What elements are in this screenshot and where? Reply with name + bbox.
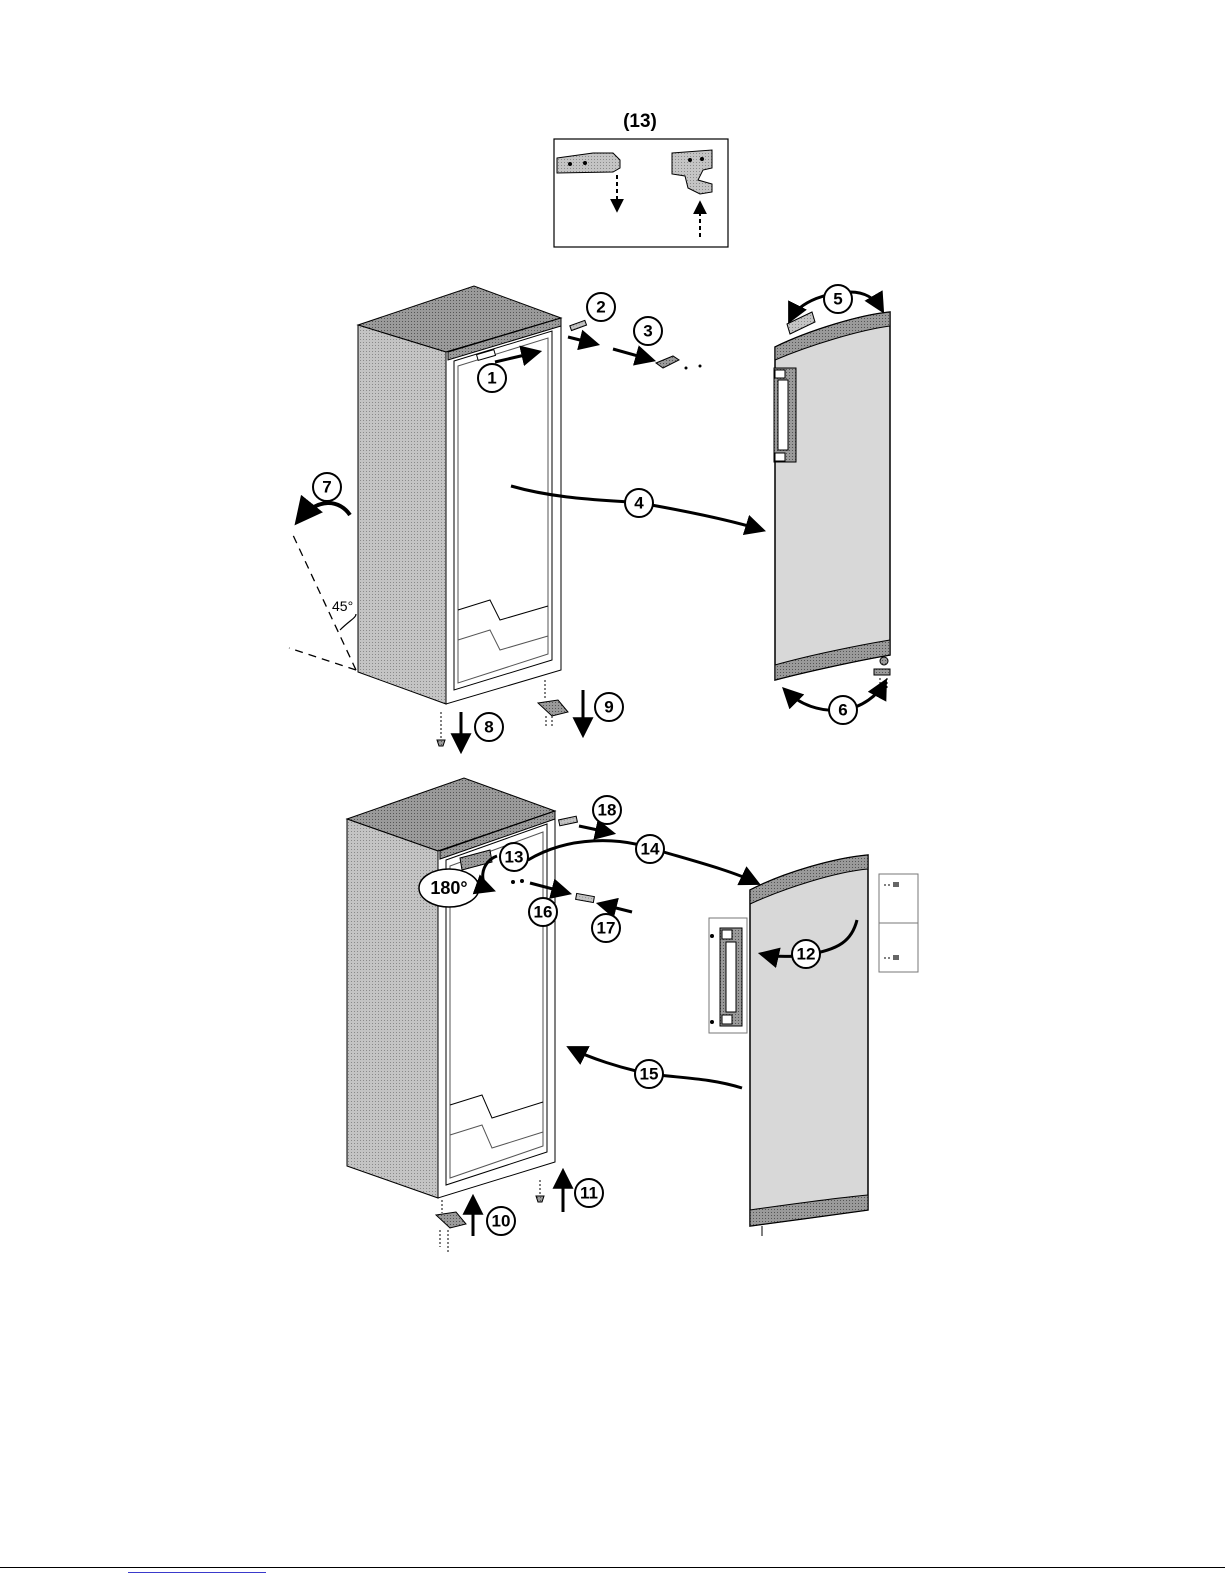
step-2: 2 [568, 293, 615, 344]
door-side-detail-box [879, 874, 918, 972]
door-detached-upper [774, 312, 890, 688]
fridge-lower [347, 778, 555, 1198]
detail-box-label: (13) [623, 111, 657, 132]
step-14: 14 [528, 835, 757, 883]
door-detached-lower [750, 855, 868, 1236]
svg-text:6: 6 [838, 701, 847, 720]
step-18: 18 [559, 796, 621, 833]
step-8: 8 [437, 712, 503, 750]
fridge-upper [358, 286, 561, 704]
svg-text:14: 14 [641, 840, 660, 859]
svg-text:13: 13 [505, 848, 524, 867]
svg-text:17: 17 [597, 919, 616, 938]
svg-text:10: 10 [492, 1212, 511, 1231]
svg-text:7: 7 [322, 478, 331, 497]
tilt-angle-label: 45° [332, 598, 353, 614]
svg-text:1: 1 [487, 369, 496, 388]
svg-text:12: 12 [797, 945, 816, 964]
step-3: 3 [613, 317, 702, 370]
rotation-label: 180° [430, 878, 467, 898]
door-handle-upper [774, 368, 796, 462]
step-13: 13 [500, 843, 528, 871]
step-11: 11 [536, 1172, 603, 1212]
handle-detail-box [709, 918, 747, 1033]
step-7: 7 45° [289, 473, 356, 670]
svg-text:11: 11 [580, 1184, 598, 1203]
footer-link-underline [128, 1572, 266, 1573]
svg-text:8: 8 [484, 718, 493, 737]
hinge-detail-box: (13) [554, 111, 728, 247]
svg-text:15: 15 [640, 1065, 659, 1084]
footer-rule [0, 1567, 1225, 1568]
svg-text:4: 4 [634, 494, 644, 513]
svg-text:3: 3 [643, 322, 652, 341]
svg-text:16: 16 [534, 903, 553, 922]
step-17: 17 [576, 893, 632, 942]
step-10: 10 [436, 1198, 515, 1253]
step-6: 6 [785, 682, 885, 724]
svg-text:5: 5 [833, 290, 842, 309]
bottom-hinge-parts-icon [874, 657, 890, 688]
step-15: 15 [570, 1048, 742, 1088]
svg-text:2: 2 [596, 298, 605, 317]
svg-text:9: 9 [604, 698, 613, 717]
svg-text:18: 18 [598, 801, 617, 820]
step-9: 9 [538, 680, 623, 734]
